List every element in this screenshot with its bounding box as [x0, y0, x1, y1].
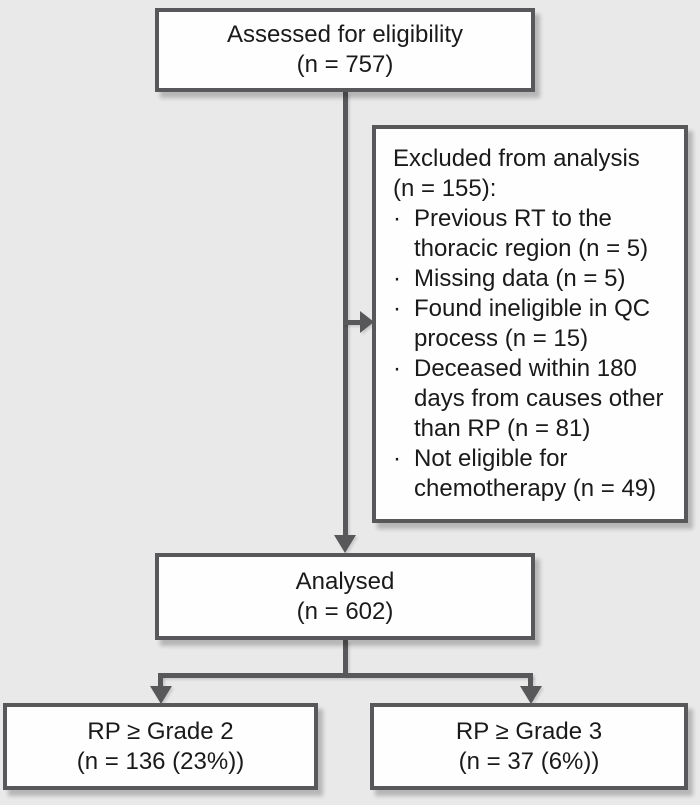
- connector-drop-left: [158, 676, 163, 688]
- excluded-item: · Not eligible for chemotherapy (n = 49): [393, 444, 676, 504]
- excluded-count: (n = 155):: [393, 175, 497, 202]
- connector-assessed-to-analysed: [343, 92, 348, 537]
- grade3-box: RP ≥ Grade 3 (n = 37 (6%)): [370, 703, 688, 790]
- grade2-label: RP ≥ Grade 2: [87, 717, 234, 745]
- excluded-item: · Deceased within 180 days from causes ot…: [393, 354, 676, 444]
- connector-split-horizontal: [158, 673, 533, 678]
- excluded-item-text: Not eligible for chemotherapy (n = 49): [414, 445, 657, 502]
- analysed-box: Analysed (n = 602): [155, 553, 535, 640]
- arrowhead-down-icon: [150, 686, 172, 704]
- assessed-box: Assessed for eligibility (n = 757): [155, 8, 535, 92]
- arrowhead-down-icon: [520, 686, 542, 704]
- grade2-box: RP ≥ Grade 2 (n = 136 (23%)): [3, 703, 318, 790]
- excluded-item-text: Missing data (n = 5): [414, 265, 626, 292]
- excluded-item: · Found ineligible in QC process (n = 15): [393, 294, 676, 354]
- excluded-item-text: Previous RT to the thoracic region (n = …: [414, 205, 649, 262]
- arrowhead-down-icon: [334, 535, 356, 553]
- excluded-item: · Missing data (n = 5): [393, 264, 676, 294]
- connector-analysed-down: [343, 640, 348, 676]
- bullet-icon: ·: [393, 445, 401, 472]
- excluded-box: Excluded from analysis (n = 155): · Previ…: [372, 125, 688, 523]
- excluded-heading: Excluded from analysis: [393, 145, 640, 172]
- assessed-count: (n = 757): [296, 51, 394, 78]
- grade2-count: (n = 136 (23%)): [76, 747, 245, 775]
- arrowhead-right-icon: [360, 311, 374, 333]
- bullet-icon: ·: [393, 355, 401, 382]
- grade3-count: (n = 37 (6%)): [458, 747, 600, 775]
- bullet-icon: ·: [393, 265, 401, 292]
- assessed-label: Assessed for eligibility: [226, 21, 464, 48]
- excluded-item: · Previous RT to the thoracic region (n =…: [393, 204, 676, 264]
- grade3-label: RP ≥ Grade 3: [455, 717, 603, 745]
- bullet-icon: ·: [393, 205, 401, 232]
- bullet-icon: ·: [393, 295, 401, 322]
- excluded-item-text: Found ineligible in QC process (n = 15): [414, 295, 651, 352]
- analysed-count: (n = 602): [296, 597, 394, 625]
- analysed-label: Analysed: [295, 567, 395, 595]
- connector-drop-right: [528, 676, 533, 688]
- connector-branch-to-excluded: [343, 320, 363, 325]
- excluded-item-text: Deceased within 180 days from causes oth…: [414, 355, 664, 442]
